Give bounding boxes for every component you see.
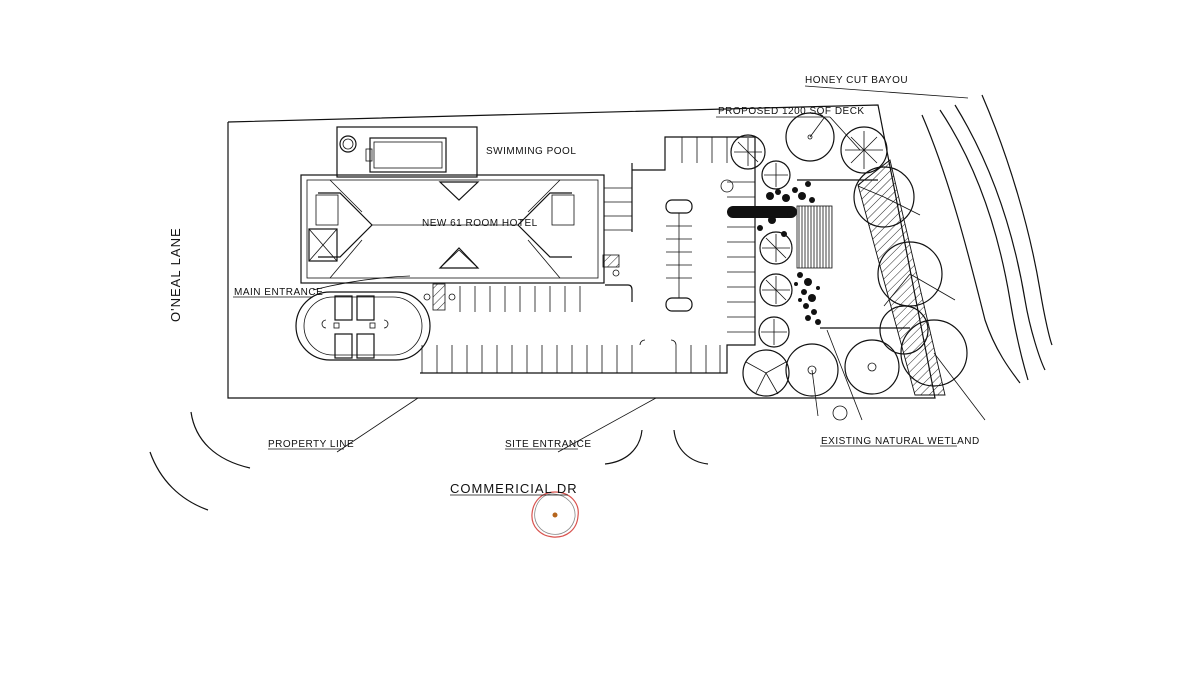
property-line-label: PROPERTY LINE	[268, 439, 354, 450]
proposed-deck-label: PROPOSED 1200 SQF DECK	[718, 106, 865, 117]
tree	[730, 134, 766, 170]
honey-cut-bayou-label: HONEY CUT BAYOU	[805, 75, 908, 86]
tree	[844, 339, 900, 395]
leader-lines	[233, 116, 957, 496]
wetland-area	[857, 159, 946, 396]
hotel-building	[300, 174, 620, 284]
location-marker	[531, 491, 579, 538]
proposed-deck	[727, 179, 910, 329]
tree	[785, 343, 839, 417]
tree	[742, 349, 790, 397]
tree	[759, 273, 793, 307]
property-boundary	[227, 104, 936, 399]
tree	[785, 112, 835, 162]
road-curbs	[149, 397, 848, 511]
hotel-label: NEW 61 ROOM HOTEL	[422, 218, 538, 229]
parking-area	[420, 136, 756, 374]
tree	[758, 316, 790, 348]
existing-wetland-label: EXISTING NATURAL WETLAND	[821, 436, 980, 447]
tree	[761, 160, 791, 190]
oneal-lane-label: O'NEAL LANE	[168, 227, 183, 322]
tree	[759, 231, 793, 265]
site-entrance-label: SITE ENTRANCE	[505, 439, 592, 450]
commercial-dr-label: COMMERICIAL DR	[450, 481, 578, 496]
honey-cut-bayou-lines	[804, 85, 1053, 384]
shrub-cluster	[757, 181, 821, 325]
main-entrance-drive	[295, 275, 456, 361]
swimming-pool	[336, 126, 478, 178]
tree-group	[730, 112, 986, 421]
tree	[840, 126, 888, 174]
swimming-pool-label: SWIMMING POOL	[486, 146, 576, 157]
main-entrance-label: MAIN ENTRANCE	[234, 287, 323, 298]
